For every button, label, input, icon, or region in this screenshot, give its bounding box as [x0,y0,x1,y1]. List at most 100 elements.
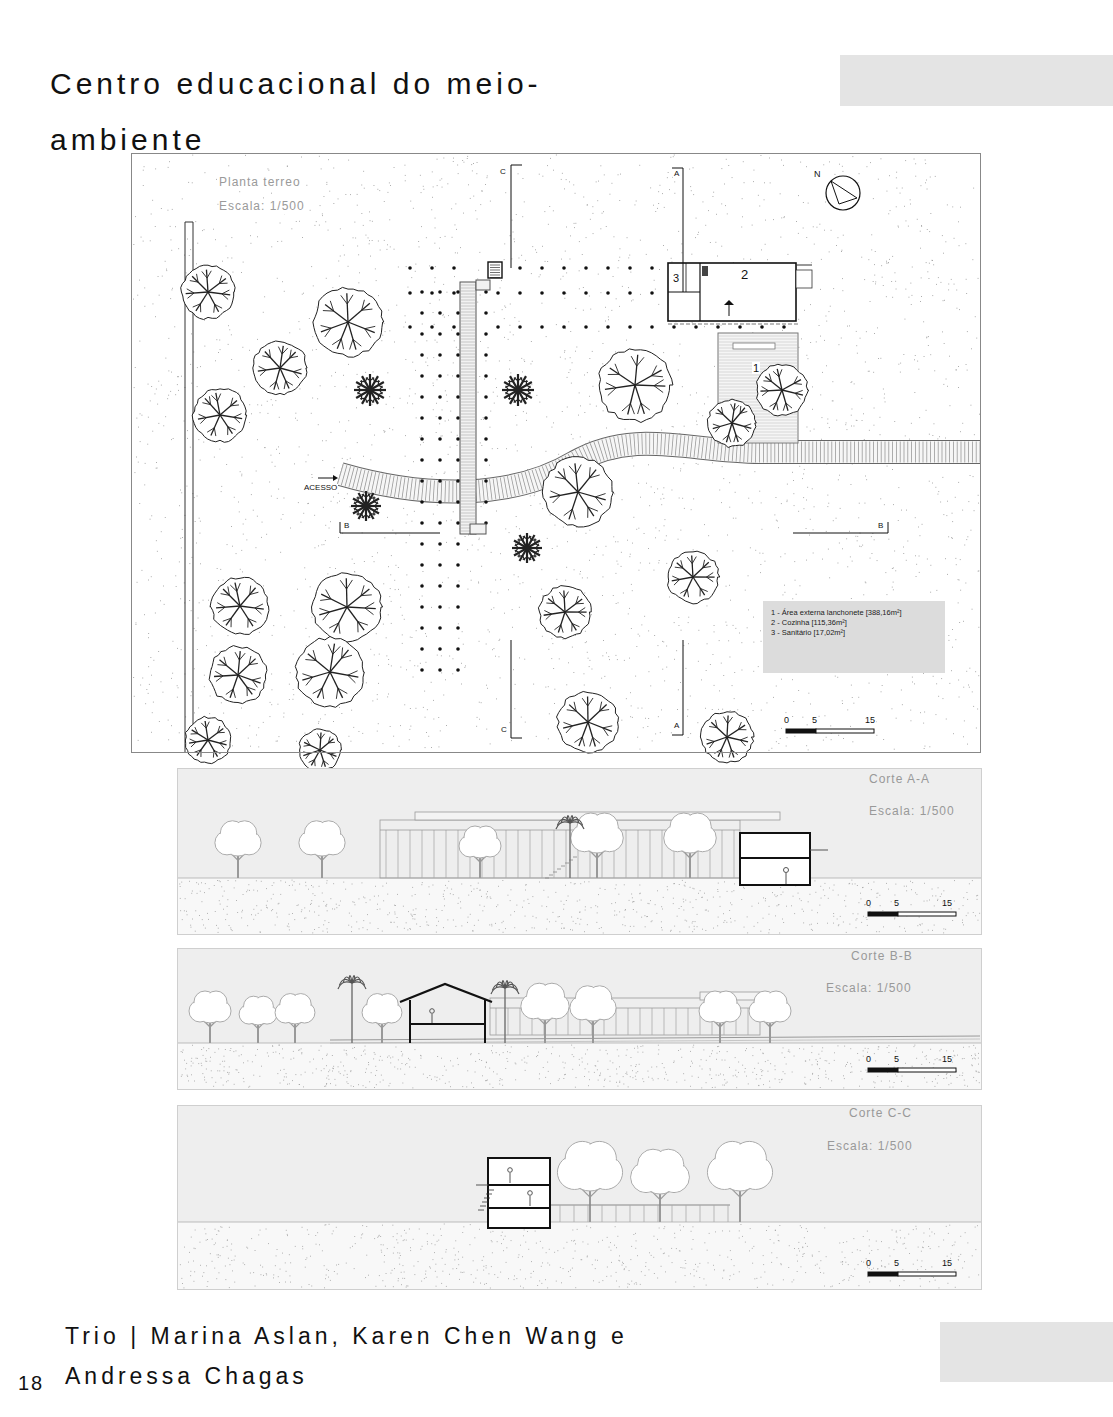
tree-branch [201,723,206,728]
author-caption: Trio | Marina Aslan, Karen Chen Wang e A… [65,1316,765,1396]
entry-mark [729,305,730,316]
tree-branch [302,674,312,677]
tree-branch [677,563,693,577]
tree-branch [219,283,227,284]
palm-leaf [371,513,376,514]
tree-branch [729,750,731,758]
section-line [340,522,341,533]
tree-branch [600,702,602,711]
column-dot [456,605,460,609]
walkway [476,280,490,290]
tree-branch [588,698,593,706]
tree-branch [782,390,788,411]
column-dot [420,584,424,588]
palm-leaf [523,536,527,539]
column-dot [420,563,424,567]
tree-branch [332,339,341,345]
column-dot [420,542,424,546]
column-dot [420,626,424,630]
walkway-hatch [461,477,475,478]
tree-branch [346,578,348,607]
column-dot [628,325,632,329]
tree-branch [590,737,593,746]
column-dot [518,266,522,270]
deck-post [714,1205,715,1222]
tree-branch [563,722,588,728]
walkway-hatch [461,435,475,436]
tree-symbol [313,287,384,357]
tree-branch [202,403,210,405]
tree-branch [293,369,301,372]
deck-post [602,1205,603,1222]
tree-branch [187,293,194,298]
walkway-hatch [461,291,475,292]
palm-leaf [526,393,530,395]
palm-leaf [357,385,361,387]
column-dot [438,500,442,504]
tree-branch [603,728,608,736]
cut-building [488,1158,550,1228]
access-arrow [333,475,338,481]
palm-core [515,387,521,393]
legend-entry: 2 - Cozinha [115,36m²] [771,618,937,628]
column-dot [496,291,500,295]
tree-trunk [479,856,481,878]
tree-branch [588,722,595,747]
deck-post [560,1205,561,1222]
palm-leaf [366,515,370,518]
tree-branch [330,301,333,311]
palm-frond [349,976,352,983]
tree-branch [684,577,693,597]
column-dot [438,353,442,357]
tree-branch [546,614,552,620]
tree-branch [361,585,364,595]
tree-branch [564,468,566,479]
tree-trunk [592,1019,594,1043]
drawing-title: Corte B-B [851,950,913,964]
column-dot [484,332,488,336]
tree-branch [227,427,228,435]
deck-board [719,357,797,358]
column-dot [650,266,654,270]
palm-leaf [373,511,374,516]
palm-leaf [518,555,523,556]
tree-branch [249,663,258,664]
deck-board [719,351,797,352]
column-dot [584,266,588,270]
column-dot [518,325,522,329]
tree-branch [693,562,709,577]
room-number: 2 [740,268,749,282]
tree-trunk [237,854,239,878]
tree-branch [763,380,771,382]
tree-branch [738,729,746,730]
tree-branch [773,390,782,410]
tree-branch [215,304,222,308]
deck-post [616,1205,617,1222]
tree-branch [565,599,582,612]
tree-branch [718,409,732,423]
tree-branch [306,677,313,685]
scale-bar [816,729,874,733]
cut-floor [740,857,810,859]
tree-branch [187,289,194,293]
cut-building [740,833,810,885]
tree-branch [323,760,328,764]
tree-branch [235,583,240,606]
tree-branch [233,689,235,698]
ground-band [177,878,982,935]
column-elevation [638,830,639,878]
palm-leaf [366,378,370,381]
tree-branch [672,577,693,581]
walkway-hatch [461,405,475,406]
tree-branch [638,403,641,414]
column-elevation [748,1008,749,1035]
column-elevation [676,1008,677,1035]
walkway-hatch [461,438,475,439]
walkway-hatch [461,402,475,403]
walkway-hatch [461,294,475,295]
drawing-panel: Corte A-AEscala: 1/500 [177,768,982,935]
walkway-hatch [461,465,475,466]
tree-branch [587,696,589,722]
column-dot [420,353,424,357]
column-dot [408,266,412,270]
